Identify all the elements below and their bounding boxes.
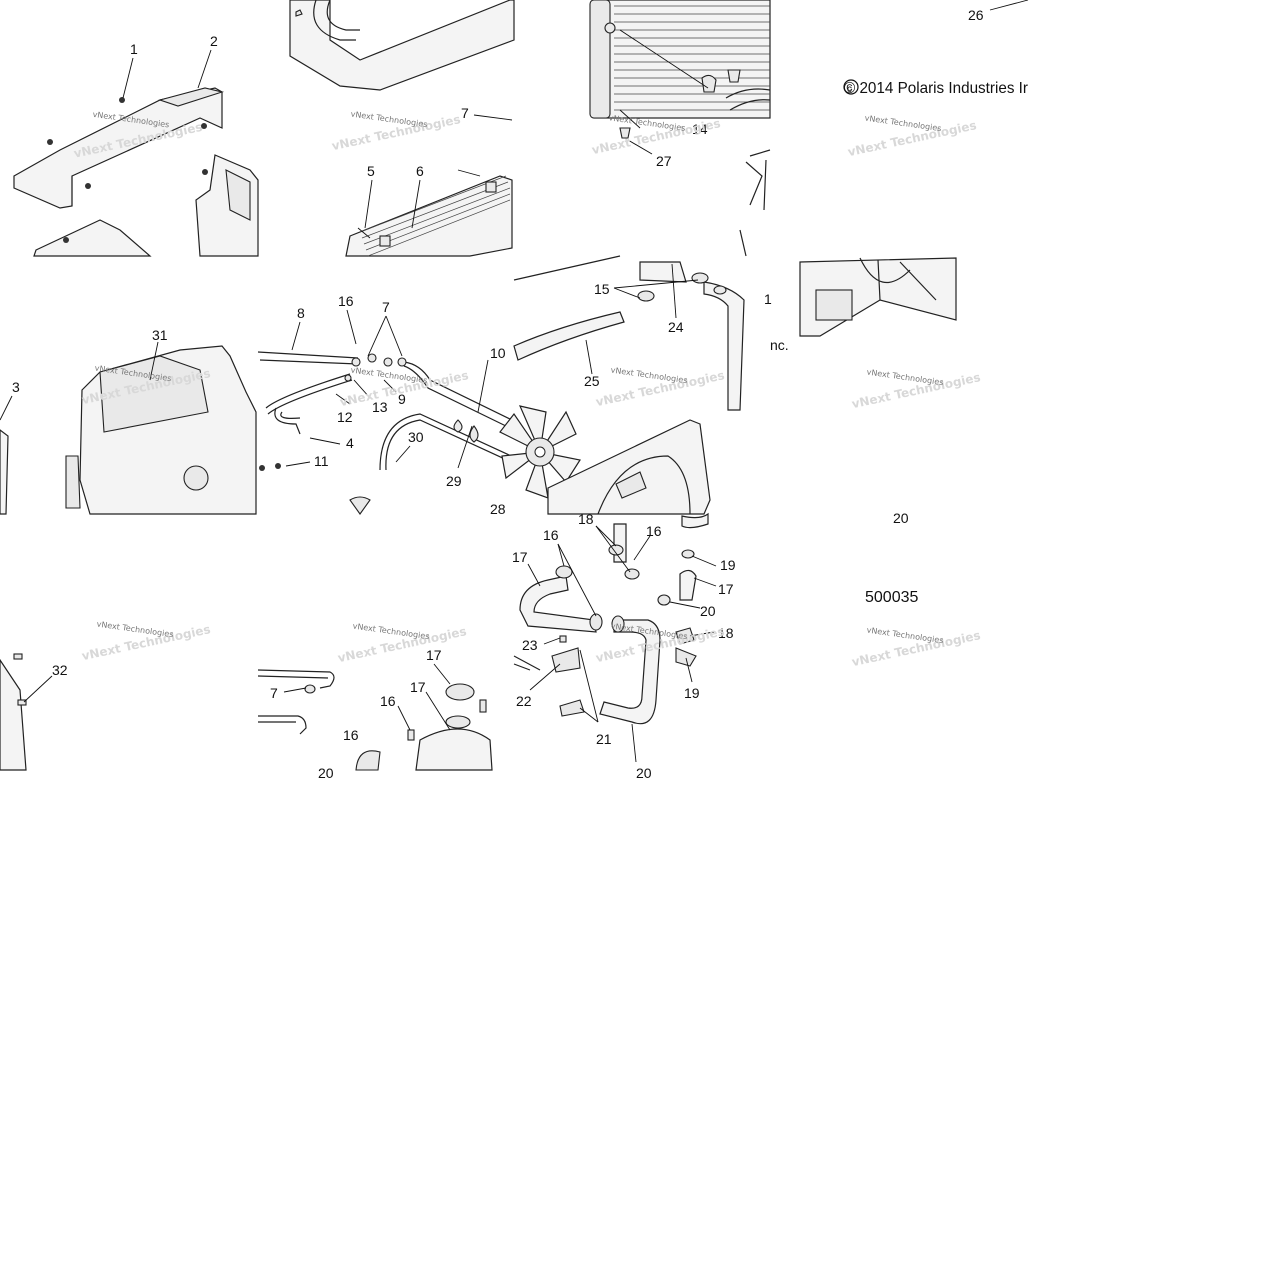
callout-29: 23 bbox=[522, 637, 538, 653]
callout-28: 22 bbox=[516, 693, 532, 709]
callout-17d: 20 bbox=[700, 603, 716, 619]
callout-19: 16 bbox=[646, 523, 662, 539]
watermark-7: vNext Technologies bbox=[610, 366, 688, 386]
watermark-12: vNext Technologies bbox=[866, 626, 944, 646]
callout-35: 29 bbox=[446, 473, 462, 489]
callout-5: 5 bbox=[367, 163, 375, 179]
callout-17c: 20 bbox=[318, 765, 334, 781]
callout-1: 1 bbox=[130, 41, 138, 57]
callout-31: 25 bbox=[584, 373, 600, 389]
radiator-core bbox=[345, 175, 513, 257]
callout-1x: 1 bbox=[764, 291, 772, 307]
watermark-10: vNext Technologies bbox=[352, 622, 430, 642]
callout-6: 6 bbox=[416, 163, 424, 179]
callout-16a: 14 bbox=[692, 121, 708, 137]
radiator-shroud bbox=[0, 345, 265, 515]
watermark-8: vNext Technologies bbox=[866, 368, 944, 388]
callout-12: 12 bbox=[337, 409, 353, 425]
callout-16b: 15 bbox=[594, 281, 610, 297]
mounting-bolts bbox=[0, 653, 27, 771]
callout-3: 3 bbox=[12, 379, 20, 395]
callout-24: 18 bbox=[718, 625, 734, 641]
callout-38: 32 bbox=[52, 662, 68, 678]
radiator-cover bbox=[289, 0, 515, 91]
callout-26: 20 bbox=[893, 510, 909, 526]
watermark-4: vNext Technologies bbox=[864, 114, 942, 134]
copyright-fragment: nc. bbox=[770, 337, 789, 353]
callout-11: 11 bbox=[314, 453, 329, 469]
callout-32: 26 bbox=[968, 7, 984, 23]
callout-21: 17 bbox=[410, 679, 426, 695]
heat-shield-assembly bbox=[13, 87, 259, 257]
watermark-9: vNext Technologies bbox=[96, 620, 174, 640]
callout-23: 17 bbox=[718, 581, 734, 597]
callout-8: 8 bbox=[297, 305, 305, 321]
callout-30: 24 bbox=[668, 319, 684, 335]
copyright-text: © 2014 Polaris Industries Ir bbox=[844, 80, 1029, 97]
callout-9: 9 bbox=[398, 391, 406, 407]
lower-hoses bbox=[513, 512, 709, 725]
callout-2: 2 bbox=[210, 33, 218, 49]
callout-16c: 16 bbox=[543, 527, 559, 543]
coolant-reservoir bbox=[257, 669, 493, 771]
callout-7b: 7 bbox=[382, 299, 390, 315]
callout-18: 16 bbox=[343, 727, 359, 743]
callout-22: 17 bbox=[426, 647, 442, 663]
overflow-hoses bbox=[257, 351, 521, 515]
callout-7c: 7 bbox=[270, 685, 278, 701]
radiator-hoses bbox=[513, 255, 745, 411]
diagram-id: 500035 bbox=[865, 589, 918, 606]
callout-27: 21 bbox=[596, 731, 612, 747]
callout-34: 28 bbox=[490, 501, 506, 517]
cooling-fan bbox=[499, 405, 711, 515]
callout-25: 19 bbox=[684, 685, 700, 701]
callout-17a: 18 bbox=[578, 511, 594, 527]
callout-10: 10 bbox=[490, 345, 506, 361]
callout-36: 30 bbox=[408, 429, 424, 445]
callout-4: 4 bbox=[346, 435, 354, 451]
callout-26b: 20 bbox=[636, 765, 652, 781]
callout-37: 31 bbox=[152, 327, 168, 343]
radiator-front bbox=[589, 0, 771, 257]
callout-33: 27 bbox=[656, 153, 672, 169]
callout-20: 16 bbox=[380, 693, 396, 709]
copyright-mark: c bbox=[843, 79, 859, 95]
fan-shroud bbox=[799, 257, 957, 337]
callout-17b: 19 bbox=[720, 557, 736, 573]
callout-14: 16 bbox=[338, 293, 354, 309]
callout-15: 17 bbox=[512, 549, 528, 565]
svg-text:c: c bbox=[847, 84, 852, 95]
callout-7: 7 bbox=[461, 105, 469, 121]
watermark-6: vNext Technologies bbox=[350, 366, 428, 386]
callout-13: 13 bbox=[372, 399, 388, 415]
